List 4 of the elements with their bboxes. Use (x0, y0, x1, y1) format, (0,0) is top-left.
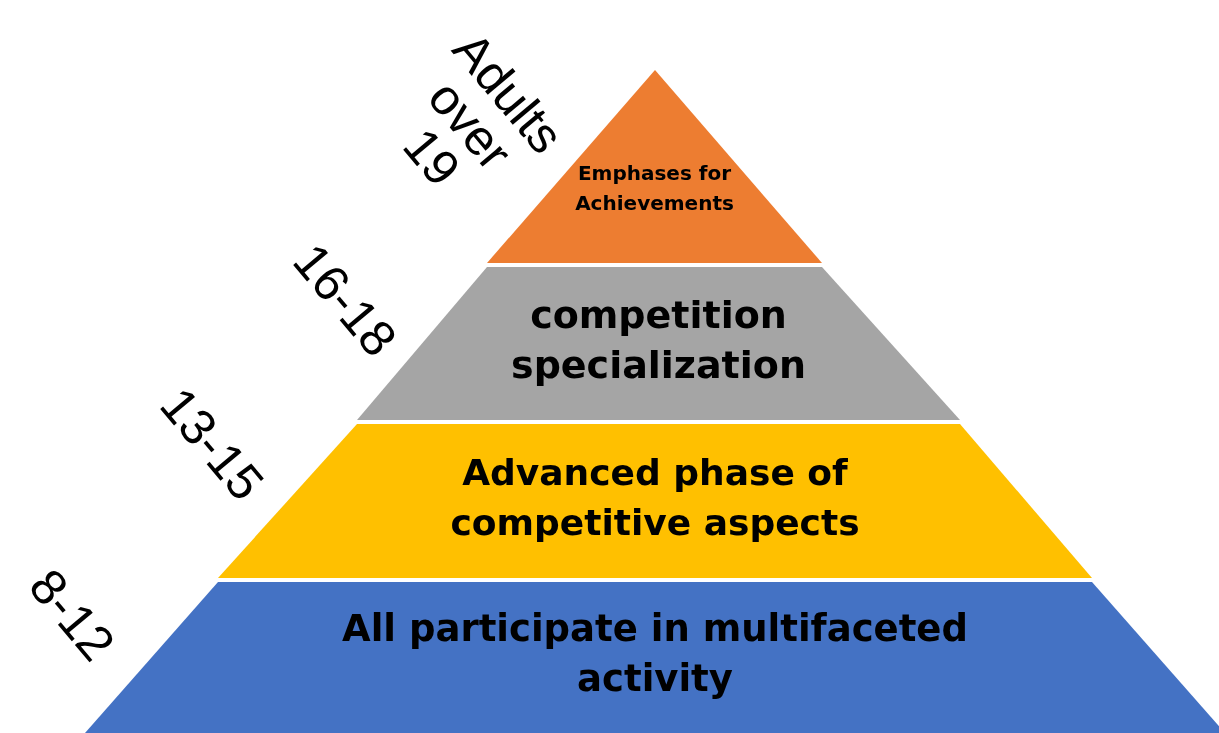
tier-label: competition specialization (510, 292, 807, 389)
tier-label: Emphases for Achievements (574, 160, 735, 217)
tier-label: Advanced phase of competitive aspects (449, 451, 861, 545)
tier-label: All participate in multifaceted activity (341, 606, 969, 702)
